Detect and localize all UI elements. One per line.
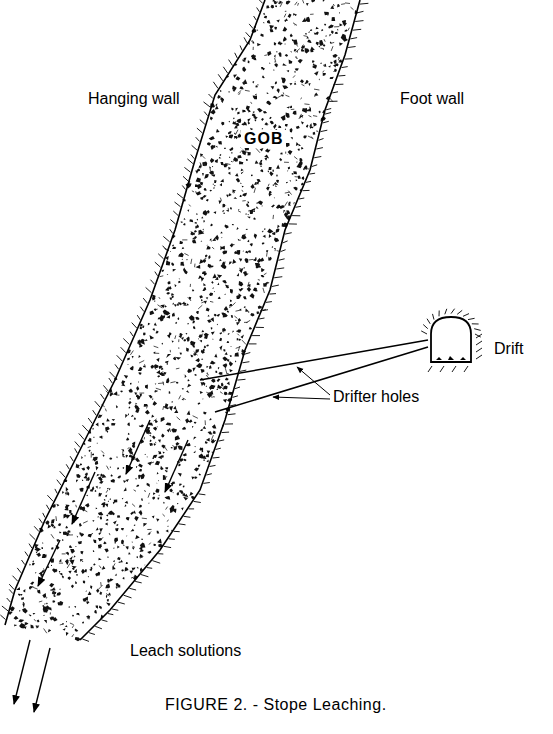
drift-arch xyxy=(431,317,471,362)
foot-wall-hatching xyxy=(82,3,368,641)
gob-texture xyxy=(8,0,358,641)
hanging-wall-hatching xyxy=(0,0,262,619)
drift-muck xyxy=(436,356,466,360)
flow-arrow xyxy=(38,540,60,586)
drift-tunnel-outline xyxy=(428,314,474,364)
flow-arrow xyxy=(34,648,50,712)
stope-band: GOB xyxy=(5,0,360,640)
gob-rubble xyxy=(33,0,353,639)
drift-tunnel: Drift xyxy=(428,314,474,364)
flow-arrow xyxy=(72,472,95,524)
drifter-hole xyxy=(200,340,428,380)
figure-caption: FIGURE 2. - Stope Leaching. xyxy=(165,696,387,714)
node-label: Drift xyxy=(494,340,523,358)
leader-line xyxy=(297,367,330,395)
flow-arrow xyxy=(126,420,150,474)
drift-hatching xyxy=(421,309,482,372)
flow-arrow xyxy=(14,640,30,704)
wall-label: Foot wall xyxy=(400,90,464,108)
drifter-hole xyxy=(215,347,428,412)
stope-band-outline xyxy=(5,0,360,640)
leader-line xyxy=(273,397,330,399)
hanging-wall-line xyxy=(5,0,265,625)
flow-label: Leach solutions xyxy=(130,642,241,660)
foot-wall-line xyxy=(80,0,360,640)
wall-label: Hanging wall xyxy=(88,90,180,108)
flow-arrow xyxy=(165,440,188,492)
fill-label: GOB xyxy=(241,130,286,148)
callout-label: Drifter holes xyxy=(333,388,419,406)
